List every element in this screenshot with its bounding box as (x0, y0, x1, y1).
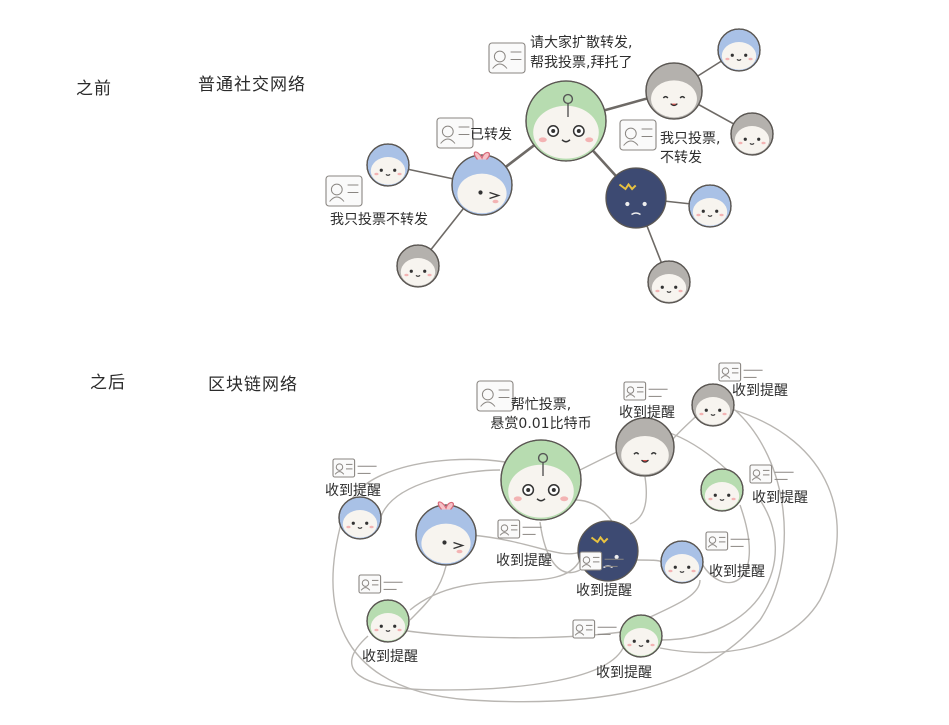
after-title: 区块链网络 (208, 375, 298, 395)
network-link (539, 521, 581, 574)
network-node (691, 383, 735, 427)
message-icon (332, 458, 377, 478)
message-icon (705, 531, 750, 551)
request-note-line2: 帮我投票,拜托了 (530, 55, 633, 71)
message-icon (623, 381, 668, 401)
after-label: 之后 (90, 373, 126, 393)
network-node (619, 614, 663, 658)
network-link (409, 559, 581, 611)
network-node (688, 184, 732, 228)
vote-only-note-right-line1: 我只投票, (660, 131, 721, 147)
network-node (717, 28, 761, 72)
network-link (574, 499, 613, 522)
network-node (525, 80, 607, 162)
network-node (500, 439, 582, 521)
network-node (700, 468, 744, 512)
before-label: 之前 (76, 79, 112, 99)
vote-only-note-left: 我只投票不转发 (330, 212, 428, 228)
reward-note-line2: 悬赏0.01比特币 (490, 416, 592, 432)
network-node (366, 599, 410, 643)
received-note: 收到提醒 (576, 583, 632, 599)
message-icon (358, 574, 403, 594)
received-note: 收到提醒 (362, 649, 418, 665)
received-note: 收到提醒 (496, 553, 552, 569)
before-title: 普通社交网络 (198, 75, 306, 95)
network-node (366, 143, 410, 187)
received-note: 收到提醒 (325, 483, 381, 499)
network-link (629, 476, 647, 525)
network-link (659, 499, 776, 641)
reward-note-line1: 帮忙投票, (510, 397, 572, 413)
received-note: 收到提醒 (619, 405, 675, 421)
network-link (469, 534, 581, 555)
message-icon (497, 519, 542, 539)
message-icon (488, 42, 526, 74)
network-node (645, 62, 703, 120)
vote-only-note-right-line2: 不转发 (660, 150, 702, 166)
network-node (338, 496, 382, 540)
network-node (451, 151, 513, 216)
message-icon (436, 117, 474, 149)
network-node (660, 540, 704, 584)
network-link (699, 504, 751, 584)
network-link (379, 469, 501, 521)
network-node (605, 167, 667, 229)
network-link (409, 565, 447, 621)
message-icon (579, 551, 624, 571)
message-icon (476, 380, 514, 412)
network-node (396, 244, 440, 288)
network-node (730, 112, 774, 156)
received-note: 收到提醒 (752, 490, 808, 506)
network-link (635, 559, 663, 563)
network-link (351, 635, 625, 691)
message-icon (325, 175, 363, 207)
message-icon (572, 619, 617, 639)
network-node (615, 417, 675, 477)
network-link (332, 409, 785, 703)
network-link (659, 409, 838, 654)
message-icon (619, 119, 657, 151)
network-node (647, 260, 691, 304)
request-note-line1: 请大家扩散转发, (530, 35, 633, 51)
network-link (579, 451, 618, 471)
received-note: 收到提醒 (732, 383, 788, 399)
network-node (415, 501, 477, 566)
received-note: 收到提醒 (596, 665, 652, 681)
forwarded-note: 已转发 (470, 127, 512, 143)
received-note: 收到提醒 (709, 564, 765, 580)
message-icon (718, 362, 763, 382)
message-icon (749, 464, 794, 484)
network-node (577, 520, 639, 582)
